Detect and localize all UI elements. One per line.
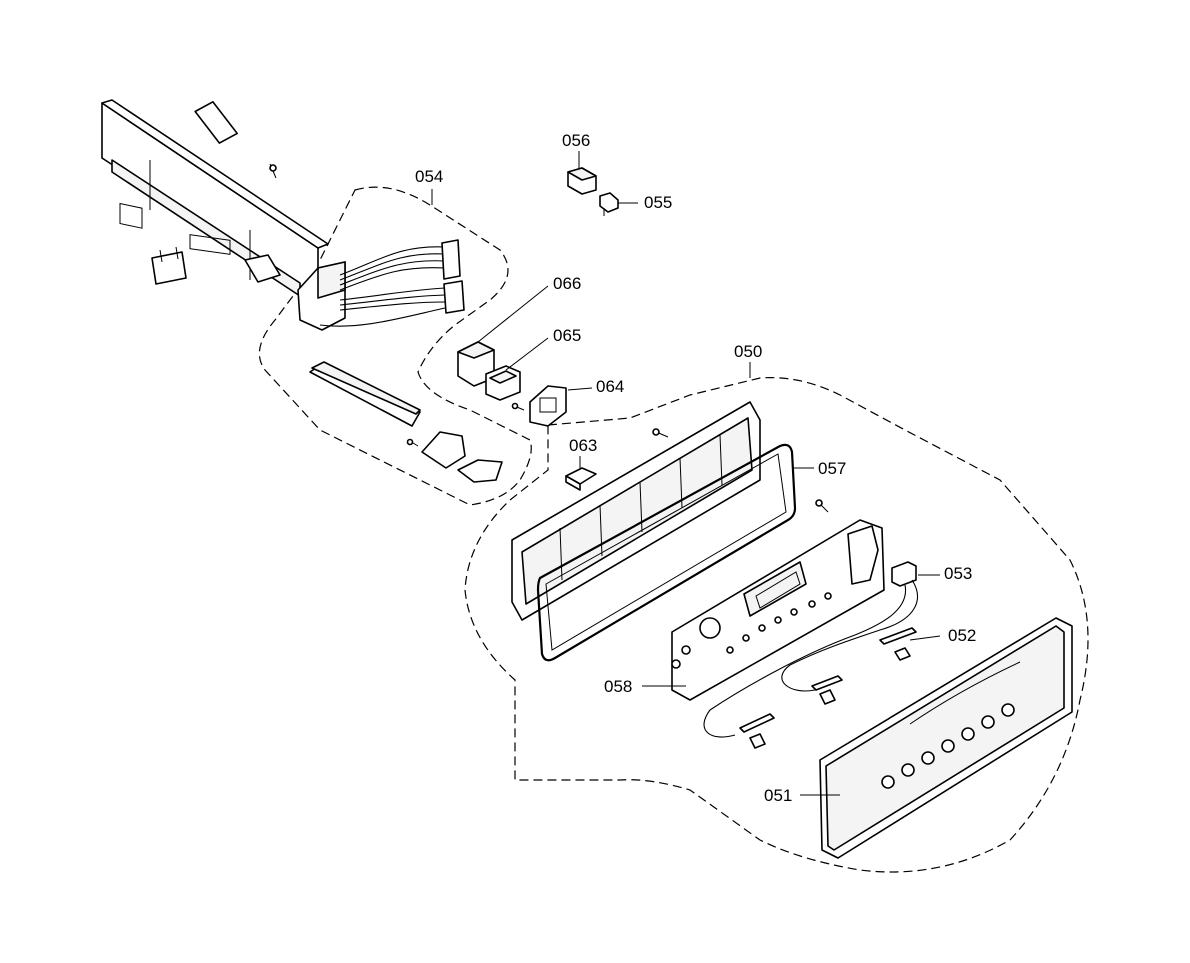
group-outline-054 <box>258 186 532 506</box>
part-064 <box>511 385 567 427</box>
label-052: 052 <box>948 626 976 645</box>
front-facia-051 <box>819 617 1073 859</box>
label-065: 065 <box>553 326 581 345</box>
wire-harness-054 <box>297 239 503 483</box>
label-055: 055 <box>644 193 672 212</box>
label-066: 066 <box>553 274 581 293</box>
control-housing <box>101 99 329 301</box>
label-051: 051 <box>764 786 792 805</box>
leader-lines <box>431 151 941 796</box>
sensor-wires <box>703 561 918 749</box>
screw <box>652 428 829 513</box>
label-053: 053 <box>944 564 972 583</box>
control-board-058 <box>671 519 885 701</box>
label-050: 050 <box>734 342 762 361</box>
label-064: 064 <box>596 377 624 396</box>
gasket-057 <box>536 443 797 662</box>
part-055 <box>599 192 619 216</box>
part-065 <box>485 365 521 401</box>
label-054: 054 <box>415 167 443 186</box>
label-063: 063 <box>569 436 597 455</box>
part-063 <box>565 467 597 491</box>
label-058: 058 <box>604 677 632 696</box>
label-056: 056 <box>562 131 590 150</box>
group-outline-050 <box>464 377 1089 873</box>
label-057: 057 <box>818 459 846 478</box>
panel-frame <box>511 401 761 621</box>
part-056 <box>567 167 597 195</box>
